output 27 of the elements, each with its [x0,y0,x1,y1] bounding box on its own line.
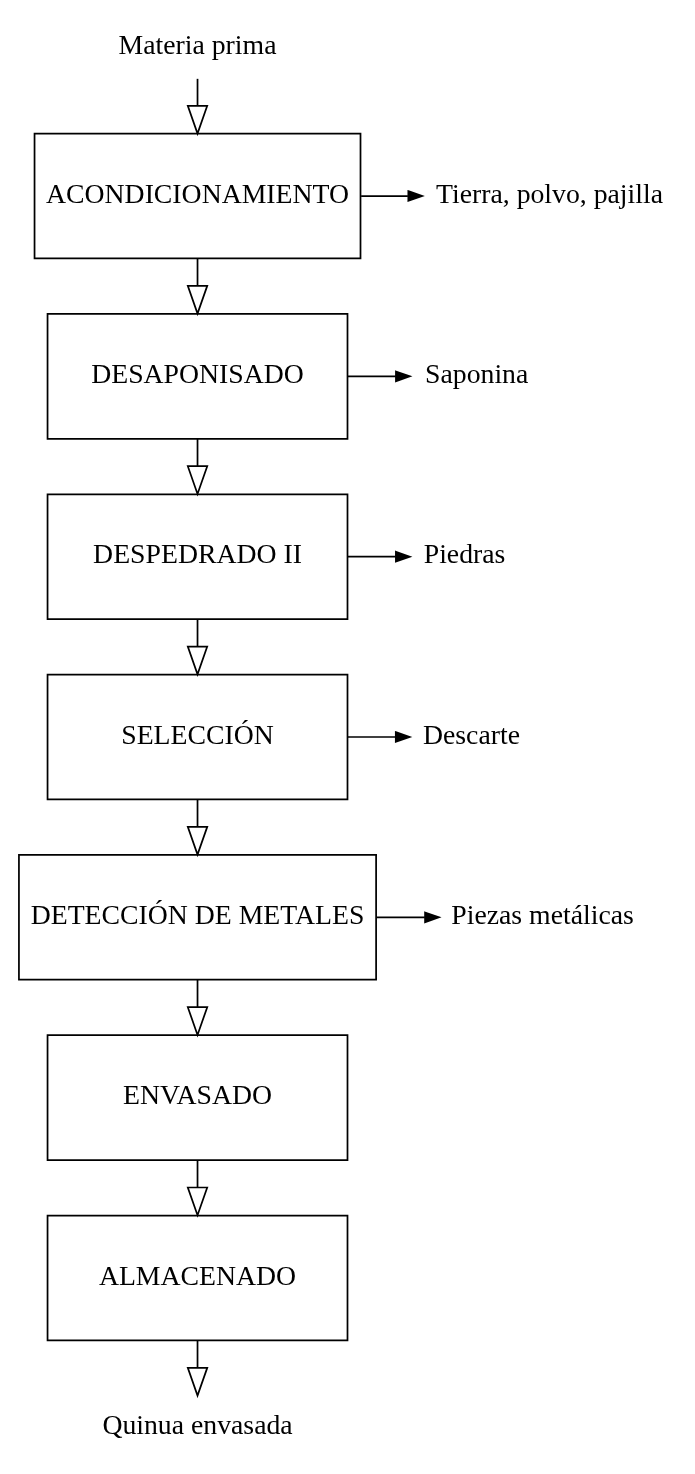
arrow [360,189,425,203]
arrow [186,438,209,497]
node-text: Piezas metálicas [451,898,634,930]
node-box: ENVASADO [46,1034,349,1161]
arrow [186,618,209,677]
node-box: DETECCIÓN DE METALES [18,854,377,981]
node-text: Quinua envasada [102,1408,293,1440]
arrow [186,257,209,317]
node-text: Descarte [422,718,520,750]
arrow [186,979,209,1038]
node-box: DESAPONISADO [46,313,349,440]
arrow [186,1159,209,1218]
node-text: Piedras [423,538,506,570]
arrow [347,370,413,383]
arrow [186,77,209,137]
node-box: ALMACENADO [46,1214,349,1342]
node-box: SELECCIÓN [46,673,349,801]
node-box: DESPEDRADO II [46,493,349,620]
arrow [186,798,209,858]
arrow [186,1339,209,1399]
node-text: Materia prima [118,28,277,60]
node-text: Tierra, polvo, pajilla [436,177,663,209]
node-box: ACONDICIONAMIENTO [33,132,362,260]
arrow [375,911,442,924]
arrow [346,550,413,563]
node-text: Saponina [425,357,529,389]
arrow [347,730,413,744]
